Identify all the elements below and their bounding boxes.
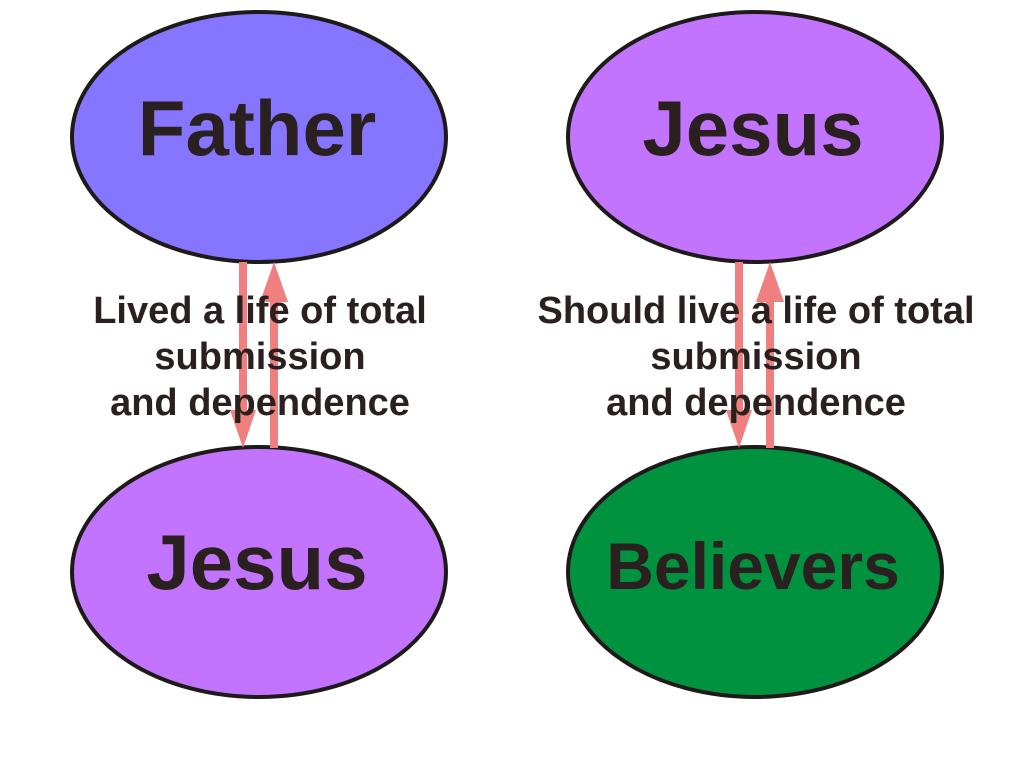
jesus-node-left: [70, 445, 448, 699]
left-relationship: Father Jesus Lived a life of total submi…: [70, 10, 448, 699]
believers-node-label: Believers: [606, 529, 900, 603]
right-down-arrow: [726, 262, 752, 448]
right-relationship: Jesus Believers Should live a life of to…: [537, 10, 975, 699]
believers-node: [566, 445, 944, 699]
left-caption-line-3: and dependence: [110, 382, 410, 424]
father-node-label: Father: [138, 84, 376, 172]
right-caption-line-3: and dependence: [606, 382, 906, 424]
left-caption-line-2: submission: [154, 336, 365, 378]
right-caption-line-2: submission: [650, 336, 861, 378]
left-caption-line-1: Lived a life of total: [93, 290, 427, 332]
left-down-arrow: [230, 262, 256, 448]
right-up-arrow: [756, 262, 784, 448]
jesus-node-left-label: Jesus: [146, 518, 367, 606]
left-up-arrow: [260, 262, 288, 448]
right-caption-line-1: Should live a life of total: [537, 290, 974, 332]
father-node: [70, 10, 448, 264]
jesus-node-right-label: Jesus: [642, 84, 863, 172]
jesus-node-right: [566, 10, 944, 264]
